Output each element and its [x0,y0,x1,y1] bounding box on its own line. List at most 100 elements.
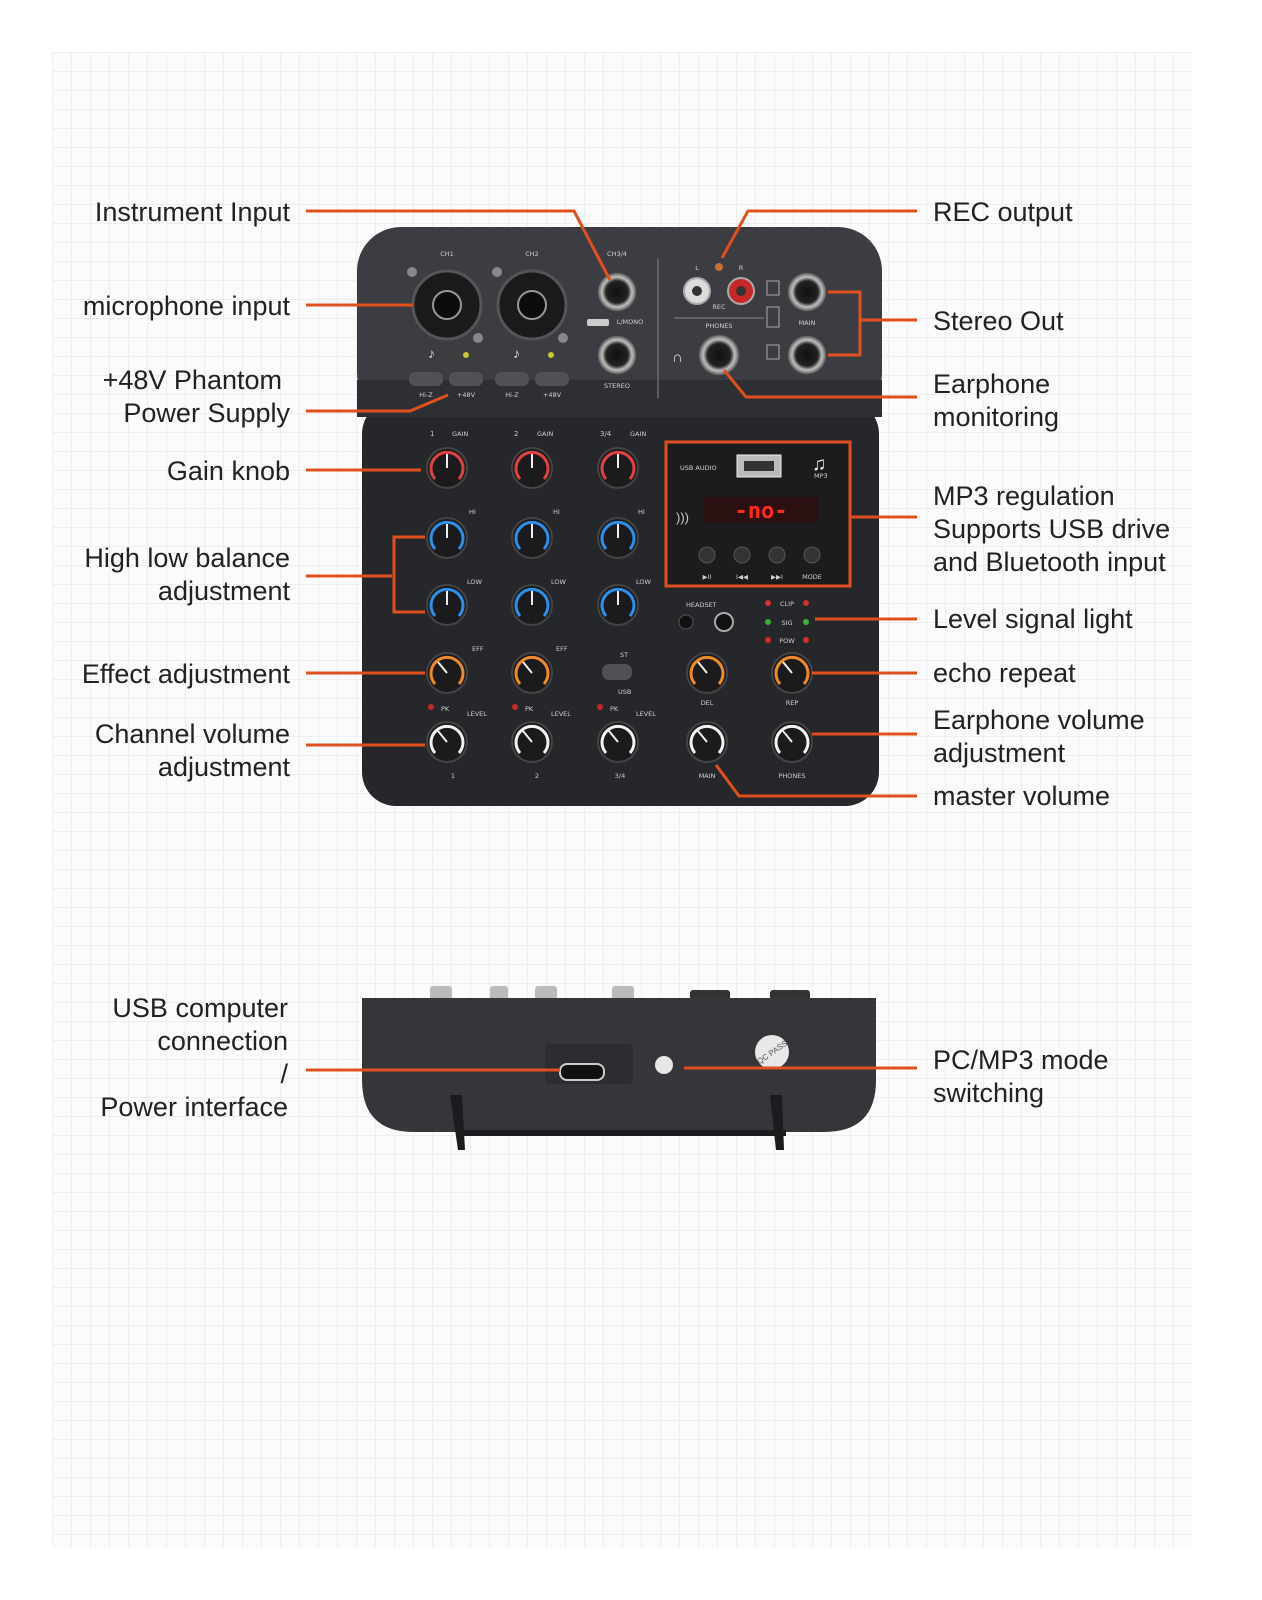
svg-text:HI: HI [469,508,476,516]
svg-text:REC: REC [712,303,726,311]
svg-text:Hi-Z: Hi-Z [419,391,433,399]
callout-mp3-regulation: MP3 regulation Supports USB drive and Bl… [933,481,1171,577]
main-out-left-jack [787,272,827,312]
level-knob-ch1[interactable] [426,721,468,763]
low-eq-knob-ch1[interactable] [426,584,468,626]
callout-phantom-power: +48V Phantom Power Supply [102,365,290,428]
usb-c-port [559,1063,605,1081]
low-eq-knob-ch2[interactable] [511,584,553,626]
svg-text:USB AUDIO: USB AUDIO [680,464,717,472]
svg-text:SIG: SIG [781,619,792,627]
svg-text:PK: PK [610,705,619,713]
led-display: -no- [735,499,788,524]
svg-text:1: 1 [451,772,455,780]
svg-text:ST: ST [620,651,628,659]
callout-earphone-monitoring: Earphone monitoring [933,369,1060,432]
svg-text:MODE: MODE [802,573,822,581]
hi-eq-knob-ch2[interactable] [511,517,553,559]
svg-text:LOW: LOW [636,578,652,586]
callout-instrument-input: Instrument Input [94,197,290,227]
phones-volume-knob[interactable] [771,721,813,763]
headphone-icon: ∩ [672,349,683,366]
svg-text:MP3: MP3 [814,472,828,480]
ch2-label: CH2 [525,250,539,258]
stereo-jack [597,335,637,375]
callout-stereo-out: Stereo Out [933,306,1064,336]
svg-text:MAIN: MAIN [699,772,716,780]
xlr-combo-jack-ch1 [407,267,483,343]
callout-echo-repeat: echo repeat [933,658,1076,688]
previous-button[interactable] [733,546,751,564]
headset-jack [714,612,734,632]
mode-switch-button[interactable] [655,1056,673,1074]
svg-text:3/4: 3/4 [600,430,612,438]
svg-text:POW: POW [779,637,795,645]
gain-knob-ch34[interactable] [597,447,639,489]
svg-text:LEVEL: LEVEL [551,710,571,718]
svg-text:CLIP: CLIP [780,600,794,608]
svg-text:+48V: +48V [457,391,476,399]
svg-text:Hi-Z: Hi-Z [505,391,519,399]
svg-text:PHONES: PHONES [778,772,805,780]
next-button[interactable] [768,546,786,564]
svg-text:1: 1 [430,430,434,438]
svg-text:HI: HI [553,508,560,516]
callout-microphone-input: microphone input [82,291,290,321]
effect-knob-ch1[interactable] [426,652,468,694]
level-knob-ch34[interactable] [597,721,639,763]
svg-text:LEVEL: LEVEL [636,710,656,718]
callout-master-volume: master volume [933,781,1111,811]
svg-text:GAIN: GAIN [452,430,468,438]
hi-eq-knob-ch34[interactable] [597,517,639,559]
guitar-icon: ♪ [428,345,435,361]
callout-effect-adjustment: Effect adjustment [81,659,290,689]
hi-eq-knob-ch1[interactable] [426,517,468,559]
svg-text:+48V: +48V [543,391,562,399]
gain-knob-ch2[interactable] [511,447,553,489]
switch-row [409,372,569,386]
callout-channel-volume: Channel volume adjustment [94,719,290,782]
xlr-combo-jack-ch2 [492,267,568,343]
callout-level-signal-light: Level signal light [933,604,1133,634]
svg-text:I◀◀: I◀◀ [736,573,748,581]
callout-earphone-volume: Earphone volume adjustment [933,705,1145,768]
callout-rec-output: REC output [933,197,1073,227]
music-note-icon: ♫ [812,454,826,475]
svg-text:▶▶I: ▶▶I [771,573,783,581]
mode-button[interactable] [803,546,821,564]
svg-text:L: L [695,264,699,272]
svg-text:2: 2 [535,772,539,780]
level-knob-ch2[interactable] [511,721,553,763]
gain-knob-ch1[interactable] [426,447,468,489]
svg-text:EFF: EFF [472,645,484,653]
svg-text:DEL: DEL [701,699,714,707]
svg-text:2: 2 [514,430,518,438]
mp3-module: USB AUDIO ♫ MP3 -no- ))) ▶II I◀◀ ▶▶I MOD… [664,440,852,588]
svg-text:GAIN: GAIN [630,430,646,438]
svg-text:USB: USB [618,688,631,696]
main-out-right-jack [787,335,827,375]
svg-text:LOW: LOW [551,578,567,586]
headset-mic-jack [678,614,694,630]
svg-text:HI: HI [638,508,645,516]
svg-text:LOW: LOW [467,578,483,586]
play-pause-button[interactable] [698,546,716,564]
delay-knob[interactable] [686,652,728,694]
svg-text:▶II: ▶II [703,573,712,581]
instrument-jack [597,272,637,312]
callout-gain-knob: Gain knob [166,456,290,486]
low-eq-knob-ch34[interactable] [597,584,639,626]
main-volume-knob[interactable] [686,721,728,763]
effect-knob-ch2[interactable] [511,652,553,694]
svg-text:REP: REP [786,699,799,707]
svg-text:EFF: EFF [556,645,568,653]
bluetooth-signal-icon: ))) [676,510,689,525]
svg-text:3/4: 3/4 [615,772,625,780]
ch34-label: CH3/4 [607,250,627,258]
svg-text:PHONES: PHONES [705,322,732,330]
svg-text:LEVEL: LEVEL [467,710,487,718]
ch1-label: CH1 [440,250,454,258]
st-usb-switch[interactable] [602,664,632,680]
